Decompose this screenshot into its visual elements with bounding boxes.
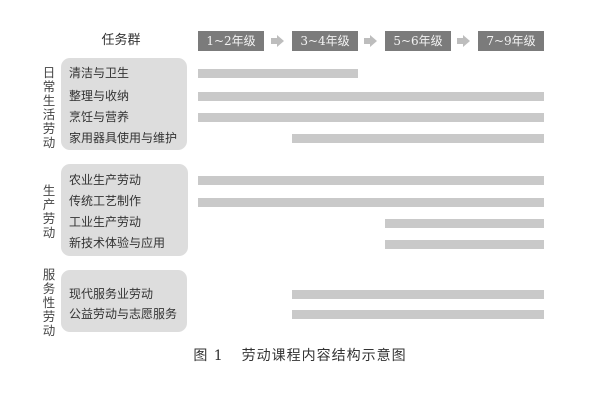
arrow-right-icon: [457, 35, 470, 47]
grade-range-bar: [292, 310, 544, 319]
figure-number: 图 1: [193, 348, 224, 364]
grade-range-bar: [198, 69, 358, 78]
grade-box-5-6: 5~6年级: [385, 31, 451, 51]
arrow-right-icon: [271, 35, 284, 47]
grade-box-3-4: 3~4年级: [292, 31, 358, 51]
task-group-header: 任务群: [101, 33, 141, 48]
task-item: 烹饪与营养: [69, 110, 130, 124]
task-item: 传统工艺制作: [69, 194, 142, 208]
task-item: 家用器具使用与维护: [69, 131, 178, 145]
grade-range-bar: [385, 240, 544, 249]
arrow-right-icon: [364, 35, 377, 47]
task-item: 公益劳动与志愿服务: [69, 307, 178, 321]
group-box-production: [61, 164, 188, 256]
grade-box-7-9: 7~9年级: [478, 31, 544, 51]
grade-range-bar: [198, 113, 544, 122]
task-item: 工业生产劳动: [69, 215, 142, 229]
group-label-daily-life: 日常生活劳动: [42, 65, 56, 150]
task-item: 农业生产劳动: [69, 173, 142, 187]
group-box-daily-life: [61, 58, 187, 150]
grade-range-bar: [385, 219, 544, 228]
group-label-production: 生产劳动: [42, 183, 56, 240]
task-item: 新技术体验与应用: [69, 236, 166, 250]
group-label-service: 服务性劳动: [42, 267, 56, 338]
task-item: 整理与收纳: [69, 89, 130, 103]
grade-range-bar: [292, 134, 544, 143]
grade-range-bar: [198, 176, 544, 185]
grade-range-bar: [292, 290, 544, 299]
figure-caption: 图 1 劳动课程内容结构示意图: [0, 345, 600, 365]
grade-range-bar: [198, 198, 544, 207]
task-item: 清洁与卫生: [69, 66, 130, 80]
task-item: 现代服务业劳动: [69, 287, 154, 301]
group-box-service: [61, 270, 187, 332]
grade-box-1-2: 1~2年级: [198, 31, 264, 51]
grade-range-bar: [198, 92, 544, 101]
figure-title: 劳动课程内容结构示意图: [241, 348, 407, 364]
